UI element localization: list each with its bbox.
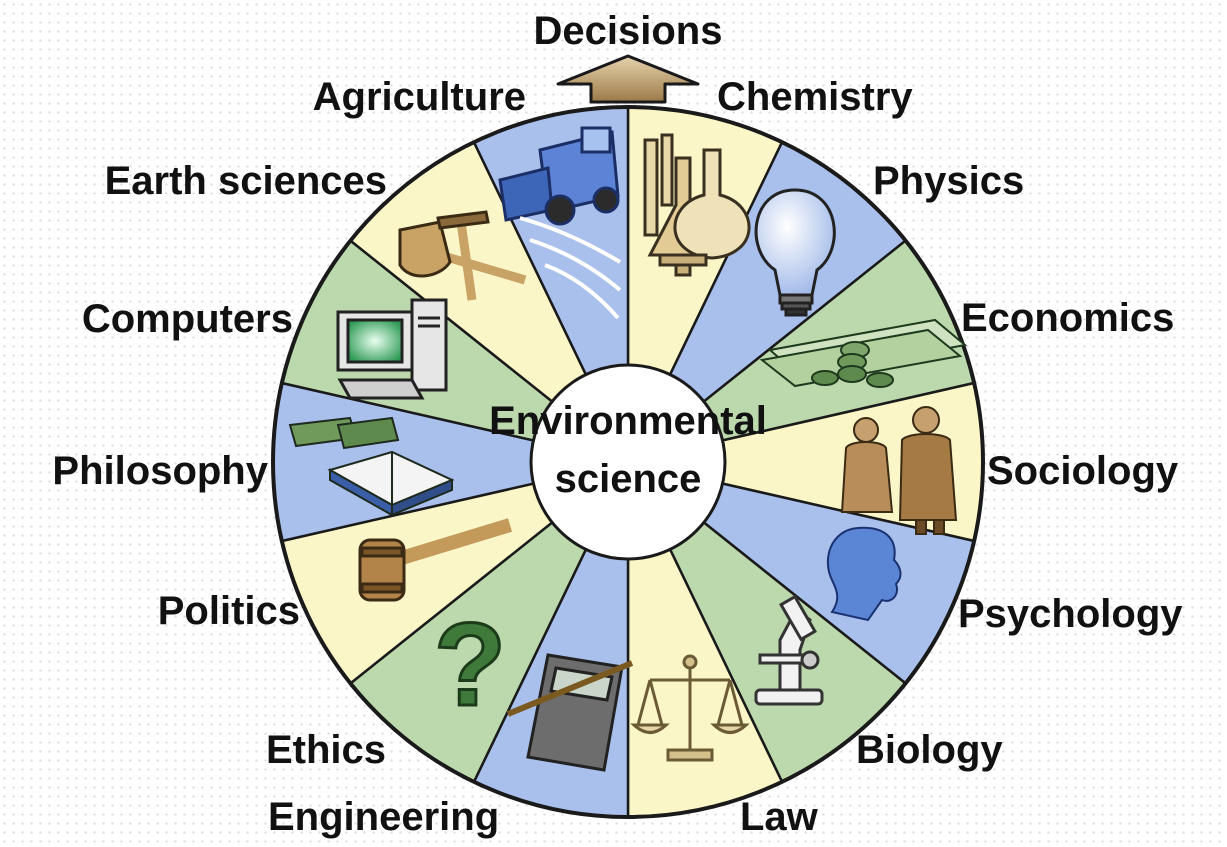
center-label-line1: Environmental	[489, 399, 767, 443]
calculator-icon	[506, 653, 634, 772]
wheel-outline	[271, 105, 985, 819]
label-engineering: Engineering	[268, 795, 499, 839]
label-ethics: Ethics	[266, 728, 386, 772]
gavel-icon	[358, 518, 513, 602]
decisions-label: Decisions	[534, 9, 723, 53]
computer-icon	[336, 298, 448, 400]
up-arrow-icon	[556, 54, 700, 104]
center-hub	[529, 363, 727, 561]
question-mark-icon: ?	[432, 598, 507, 733]
segment-labels: Chemistry Physics Economics Sociology Ps…	[52, 75, 1183, 839]
center-label-line2: science	[555, 457, 702, 501]
label-chemistry: Chemistry	[717, 75, 913, 119]
label-philosophy: Philosophy	[52, 449, 268, 493]
label-earth-sciences: Earth sciences	[105, 159, 387, 203]
label-law: Law	[740, 795, 819, 839]
svg-text:?: ?	[434, 599, 506, 731]
scales-icon	[630, 654, 750, 762]
people-icon	[840, 406, 958, 535]
head-icon	[826, 526, 902, 622]
pick-shovel-icon	[398, 210, 527, 301]
label-physics: Physics	[873, 159, 1024, 203]
flasks-icon	[643, 133, 751, 277]
microscope-icon	[754, 594, 824, 706]
money-icon	[759, 318, 968, 388]
label-biology: Biology	[856, 728, 1003, 772]
segment-icons: ?	[288, 126, 968, 772]
label-computers: Computers	[82, 297, 293, 341]
light-bulb-icon	[754, 188, 836, 317]
combine-harvester-icon	[498, 126, 622, 320]
label-economics: Economics	[961, 296, 1174, 340]
label-sociology: Sociology	[987, 449, 1179, 493]
label-politics: Politics	[158, 589, 300, 633]
label-agriculture: Agriculture	[313, 75, 526, 119]
label-psychology: Psychology	[958, 592, 1183, 636]
books-icon	[288, 416, 455, 517]
